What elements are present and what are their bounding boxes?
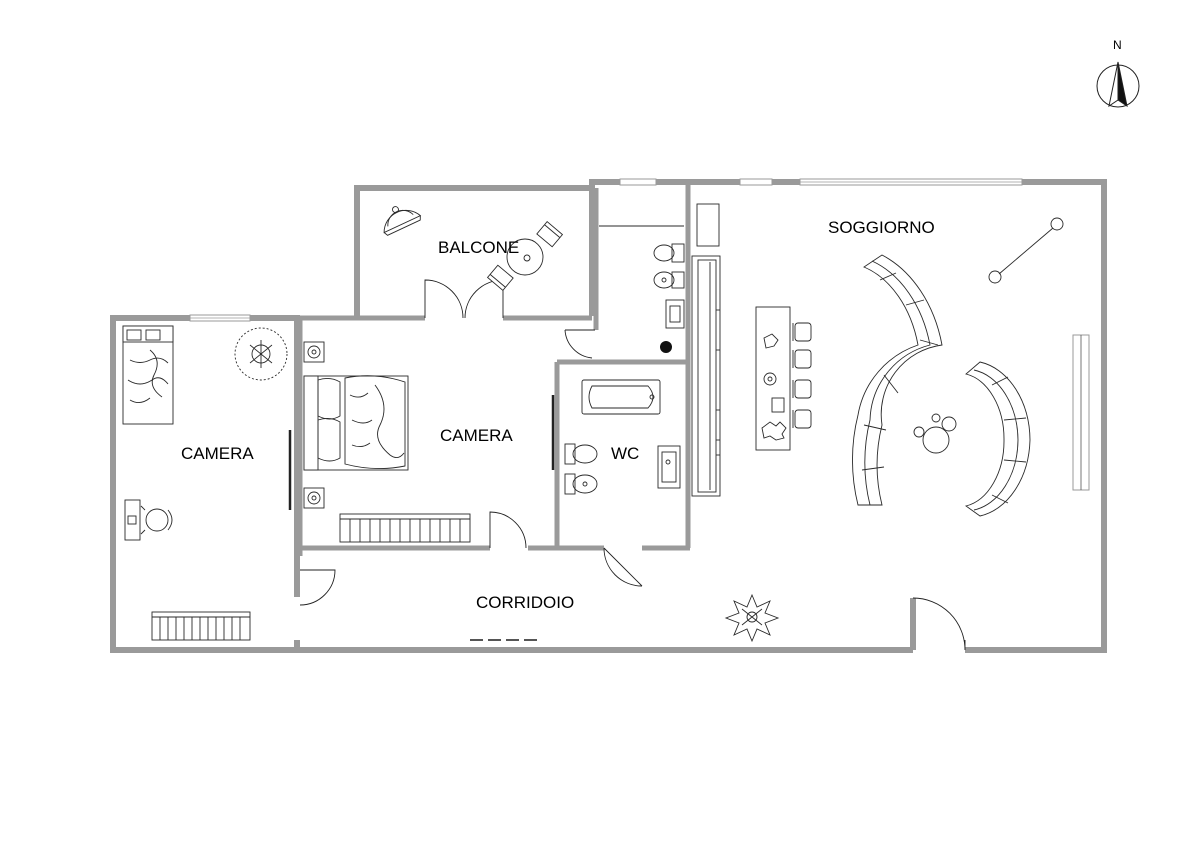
north-arrow: N: [1096, 38, 1140, 108]
balcony-furniture: [383, 206, 564, 291]
room-labels: BALCONE SOGGIORNO CAMERA CAMERA WC CORRI…: [181, 218, 935, 612]
interior-walls: [294, 182, 691, 570]
wc-fixtures: [564, 379, 681, 495]
doors: [299, 279, 966, 651]
room-label-camera-small: CAMERA: [181, 444, 254, 463]
small-bedroom-furniture: [122, 325, 288, 641]
bath-annex-fixtures: [599, 225, 685, 353]
north-arrow-icon: [1108, 61, 1119, 108]
kitchen-units: [691, 203, 812, 497]
living-furniture: [724, 217, 1064, 643]
room-label-camera-master: CAMERA: [440, 426, 513, 445]
room-label-wc: WC: [611, 444, 639, 463]
room-label-corridoio: CORRIDOIO: [476, 593, 574, 612]
north-label: N: [1113, 38, 1122, 52]
master-bedroom-furniture: [303, 341, 471, 543]
room-label-soggiorno: SOGGIORNO: [828, 218, 935, 237]
room-label-balcone: BALCONE: [438, 238, 519, 257]
exterior-walls: [110, 179, 1107, 653]
windows: [189, 178, 1090, 641]
